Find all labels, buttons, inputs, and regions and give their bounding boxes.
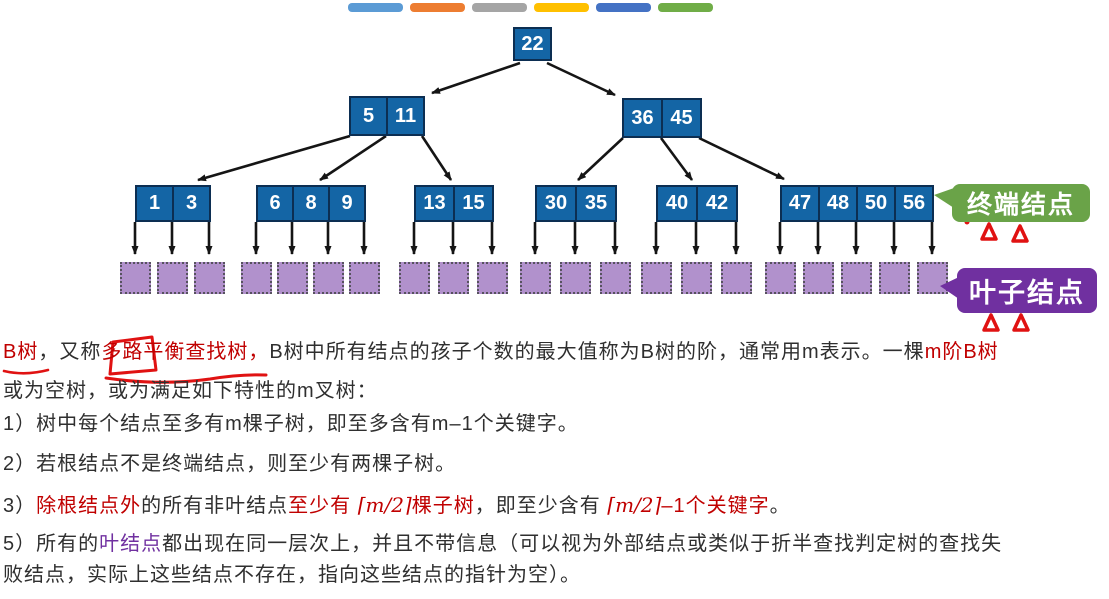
text-segment: 3） [3,495,37,517]
text-segment: ，又称 [38,341,102,363]
btree-terminal-node: 30 35 [535,185,617,222]
leaf-square [560,262,591,294]
terminal-label-text: 终端结点 [966,191,1075,219]
leaf-square [841,262,872,294]
text-segment: ⌈m/2⌉ [357,493,412,517]
theme-color-bar [658,3,713,12]
text-segment: 1）树中每个结点至多有m棵子树，即至多含有m–1个关键字。 [3,413,579,435]
text-segment: 除根结点外 [36,495,142,517]
btree-terminal-node: 6 8 9 [256,185,366,222]
text-segment: 棵子树 [411,495,475,517]
text-segment: m阶B树 [924,341,999,363]
text-segment: 叶结点 [99,533,163,555]
theme-color-bar [596,3,651,12]
body-text-line: 败结点，实际上这些结点不存在，指向这些结点的指针为空）。 [3,562,581,588]
text-segment: 都出现在同一层次上，并且不带信息（可以视为外部结点或类似于折半查找判定树的查找失 [162,533,1003,555]
leaf-square [277,262,308,294]
text-segment: ⌈m/2⌉ [607,493,662,517]
leaf-square [241,262,272,294]
leaf-square [641,262,672,294]
leaf-square [681,262,712,294]
text-segment: B树 [3,341,39,363]
text-segment: 至少有 [288,495,358,517]
leaf-label-text: 叶子结点 [969,278,1085,308]
body-text-line: 3）除根结点外的所有非叶结点至少有 ⌈m/2⌉棵子树，即至少含有 ⌈m/2⌉–1… [3,492,791,519]
leaf-square [600,262,631,294]
node-key: 45 [661,98,702,138]
node-key: 56 [894,185,934,222]
text-segment: ，即至少含有 [474,495,608,517]
leaf-square [765,262,796,294]
text-segment: 。 [769,495,791,517]
tree-arrows [131,61,936,255]
leaf-square [313,262,344,294]
node-key: 40 [656,185,698,222]
text-segment: B树中所有结点的孩子个数的最大值称为B树的阶，通常用m表示。一棵 [269,341,925,363]
leaf-square [120,262,151,294]
leaf-square [520,262,551,294]
leaf-square [157,262,188,294]
body-text-line: 5）所有的叶结点都出现在同一层次上，并且不带信息（可以视为外部结点或类似于折半查… [3,531,1002,557]
btree-internal-node: 5 11 [349,96,425,136]
node-key: 35 [575,185,617,222]
btree-terminal-node: 40 42 [656,185,738,222]
leaf-square [879,262,910,294]
btree-root-node: 22 [513,27,552,61]
text-segment: 败结点，实际上这些结点不存在，指向这些结点的指针为空）。 [3,564,581,586]
theme-color-bar [534,3,589,12]
leaf-bubble-tail [940,277,959,299]
node-key: 47 [780,185,820,222]
theme-color-bar [348,3,403,12]
leaf-square [438,262,469,294]
node-key: 9 [328,185,366,222]
text-segment: 2）若根结点不是终端结点，则至少有两棵子树。 [3,453,457,475]
node-key: 50 [856,185,896,222]
text-segment: 多路平衡查找树， [101,341,270,363]
leaf-label-bubble: 叶子结点 [957,268,1097,313]
node-key: 1 [135,185,174,222]
node-key: 13 [414,185,455,222]
node-key: 48 [818,185,858,222]
text-segment: 5）所有的 [3,533,100,555]
node-key: 22 [513,27,552,61]
leaf-square [803,262,834,294]
btree-terminal-node: 47 48 50 56 [780,185,934,222]
node-key: 36 [622,98,663,138]
leaf-square [349,262,380,294]
terminal-bubble-tail [934,188,954,208]
node-key: 30 [535,185,577,222]
text-segment: 或为空树，或为满足如下特性的m叉树： [3,380,378,402]
node-key: 8 [292,185,330,222]
text-segment: –1个关键字 [661,495,770,517]
body-text-line: 2）若根结点不是终端结点，则至少有两棵子树。 [3,451,456,477]
btree-internal-node: 36 45 [622,98,702,138]
btree-terminal-node: 1 3 [135,185,211,222]
terminal-label-bubble: 终端结点 [952,184,1090,222]
theme-color-bar [472,3,527,12]
node-key: 15 [453,185,494,222]
node-key: 5 [349,96,388,136]
node-key: 42 [696,185,738,222]
body-text-line: 或为空树，或为满足如下特性的m叉树： [3,378,378,404]
leaf-square [721,262,752,294]
btree-terminal-node: 13 15 [414,185,494,222]
body-text-line: B树，又称多路平衡查找树，B树中所有结点的孩子个数的最大值称为B树的阶，通常用m… [3,339,999,365]
node-key: 3 [172,185,211,222]
text-segment: 的所有非叶结点 [141,495,289,517]
node-key: 11 [386,96,425,136]
leaf-square [194,262,225,294]
leaf-square [399,262,430,294]
body-text-line: 1）树中每个结点至多有m棵子树，即至多含有m–1个关键字。 [3,411,579,437]
node-key: 6 [256,185,294,222]
theme-color-bar [410,3,465,12]
leaf-square [477,262,508,294]
